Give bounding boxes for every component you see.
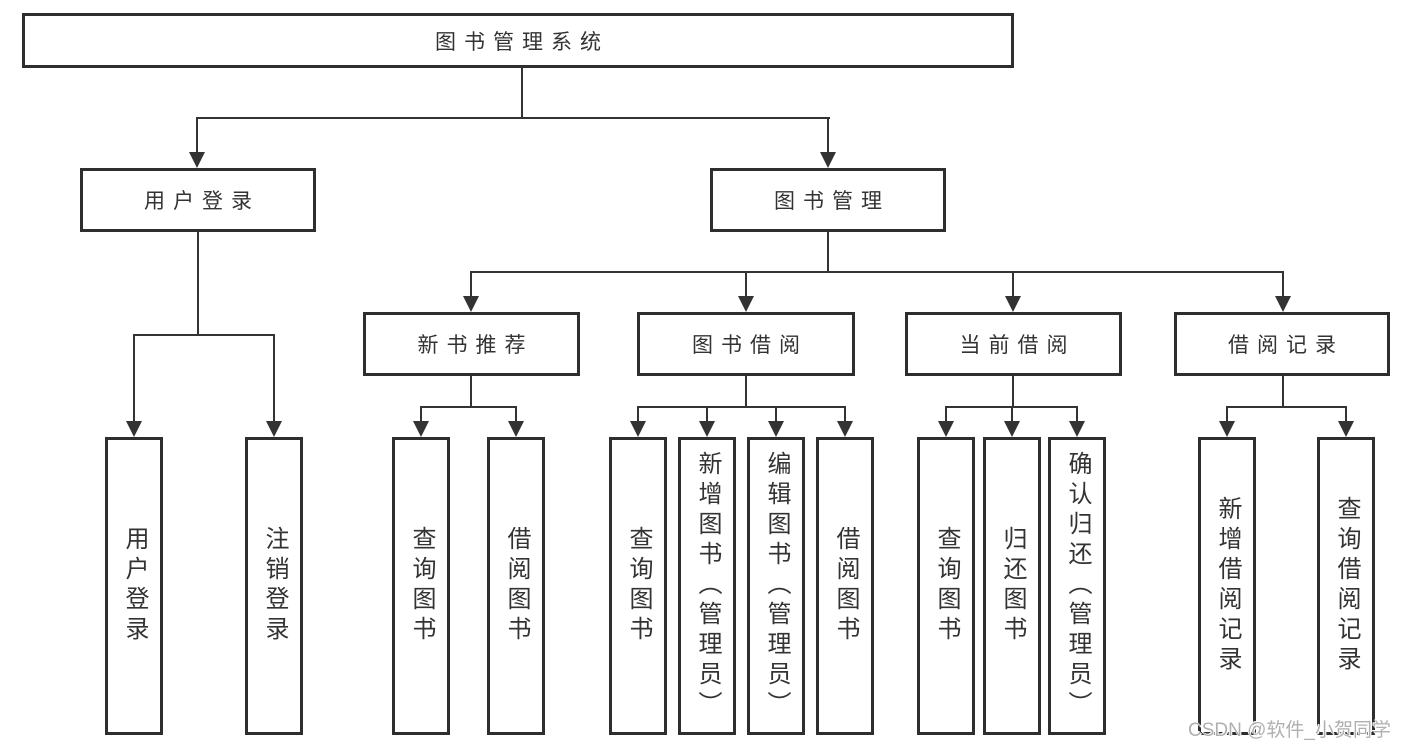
connector-line bbox=[470, 376, 472, 408]
arrow-down-icon bbox=[1069, 421, 1085, 437]
arrow-down-icon bbox=[508, 421, 524, 437]
connector-line bbox=[1011, 406, 1013, 423]
leaf-query-books-borrowing: 查询图书 bbox=[609, 437, 667, 735]
leaf-user-login: 用户登录 bbox=[105, 437, 163, 735]
watermark: CSDN @软件_小贺同学 bbox=[1188, 720, 1391, 741]
connector-line bbox=[1282, 271, 1284, 299]
node-label: 查询借阅记录 bbox=[1333, 496, 1360, 676]
connector-line bbox=[1012, 376, 1014, 408]
connector-line bbox=[637, 406, 846, 408]
arrow-down-icon bbox=[1005, 296, 1021, 312]
node-user-login: 用户登录 bbox=[80, 168, 316, 232]
connector-line bbox=[945, 406, 947, 423]
connector-line bbox=[827, 232, 829, 273]
node-label: 确认归还（管理员） bbox=[1064, 451, 1091, 721]
arrow-down-icon bbox=[1338, 421, 1354, 437]
node-label: 图书管理 bbox=[774, 190, 890, 213]
leaf-return-books: 归还图书 bbox=[983, 437, 1041, 735]
connector-line bbox=[745, 271, 747, 299]
node-book-management: 图书管理 bbox=[710, 168, 946, 232]
connector-line bbox=[196, 117, 830, 119]
connector-line bbox=[420, 406, 422, 423]
node-borrow-records: 借阅记录 bbox=[1174, 312, 1390, 376]
node-label: 编辑图书（管理员） bbox=[763, 451, 790, 721]
arrow-down-icon bbox=[413, 421, 429, 437]
connector-line bbox=[827, 117, 829, 155]
node-book-borrowing: 图书借阅 bbox=[637, 312, 855, 376]
arrow-down-icon bbox=[266, 421, 282, 437]
arrow-down-icon bbox=[938, 421, 954, 437]
node-label: 查询图书 bbox=[625, 526, 652, 646]
node-label: 查询图书 bbox=[933, 526, 960, 646]
connector-line bbox=[133, 334, 275, 336]
connector-line bbox=[1345, 406, 1347, 423]
arrow-down-icon bbox=[630, 421, 646, 437]
connector-line bbox=[273, 334, 275, 424]
arrow-down-icon bbox=[1004, 421, 1020, 437]
arrow-down-icon bbox=[463, 296, 479, 312]
node-label: 新书推荐 bbox=[417, 334, 534, 357]
leaf-query-books-recommend: 查询图书 bbox=[392, 437, 450, 735]
connector-line bbox=[637, 406, 639, 423]
connector-line bbox=[470, 271, 472, 299]
connector-line bbox=[1076, 406, 1078, 423]
node-label: 注销登录 bbox=[261, 526, 288, 646]
arrow-down-icon bbox=[837, 421, 853, 437]
node-label: 借阅图书 bbox=[503, 526, 530, 646]
connector-line bbox=[133, 334, 135, 424]
connector-line bbox=[1226, 406, 1228, 423]
node-label: 当前借阅 bbox=[959, 334, 1076, 357]
node-label: 借阅图书 bbox=[832, 526, 859, 646]
arrow-down-icon bbox=[768, 421, 784, 437]
connector-line bbox=[1282, 376, 1284, 408]
node-label: 归还图书 bbox=[999, 526, 1026, 646]
node-label: 新增图书（管理员） bbox=[694, 451, 721, 721]
connector-line bbox=[706, 406, 708, 423]
leaf-confirm-return-admin: 确认归还（管理员） bbox=[1048, 437, 1106, 735]
connector-line bbox=[197, 232, 199, 336]
connector-line bbox=[515, 406, 517, 423]
node-current-borrowing: 当前借阅 bbox=[905, 312, 1122, 376]
leaf-add-books-admin: 新增图书（管理员） bbox=[678, 437, 736, 735]
arrow-down-icon bbox=[1275, 296, 1291, 312]
connector-line bbox=[1012, 271, 1014, 299]
node-label: 图书管理系统 bbox=[435, 30, 609, 54]
connector-line bbox=[745, 376, 747, 408]
leaf-query-books-current: 查询图书 bbox=[917, 437, 975, 735]
arrow-down-icon bbox=[1219, 421, 1235, 437]
leaf-borrow-books-recommend: 借阅图书 bbox=[487, 437, 545, 735]
arrow-down-icon bbox=[699, 421, 715, 437]
arrow-down-icon bbox=[189, 152, 205, 168]
leaf-borrow-books: 借阅图书 bbox=[816, 437, 874, 735]
connector-line bbox=[420, 406, 517, 408]
node-label: 借阅记录 bbox=[1228, 334, 1344, 357]
arrow-down-icon bbox=[126, 421, 142, 437]
node-label: 图书借阅 bbox=[692, 334, 808, 357]
leaf-logout: 注销登录 bbox=[245, 437, 303, 735]
leaf-query-borrow-record: 查询借阅记录 bbox=[1317, 437, 1375, 735]
arrow-down-icon bbox=[738, 296, 754, 312]
node-label: 用户登录 bbox=[121, 526, 148, 646]
node-label: 用户登录 bbox=[144, 190, 260, 213]
leaf-edit-books-admin: 编辑图书（管理员） bbox=[747, 437, 805, 735]
node-label: 新增借阅记录 bbox=[1214, 496, 1241, 676]
arrow-down-icon bbox=[820, 152, 836, 168]
connector-line bbox=[521, 66, 523, 118]
connector-line bbox=[470, 271, 1284, 273]
node-label: 查询图书 bbox=[408, 526, 435, 646]
node-new-book-recommend: 新书推荐 bbox=[363, 312, 580, 376]
connector-line bbox=[844, 406, 846, 423]
node-library-system: 图书管理系统 bbox=[22, 13, 1014, 68]
connector-line bbox=[1226, 406, 1347, 408]
connector-line bbox=[196, 117, 198, 155]
leaf-add-borrow-record: 新增借阅记录 bbox=[1198, 437, 1256, 735]
connector-line bbox=[775, 406, 777, 423]
